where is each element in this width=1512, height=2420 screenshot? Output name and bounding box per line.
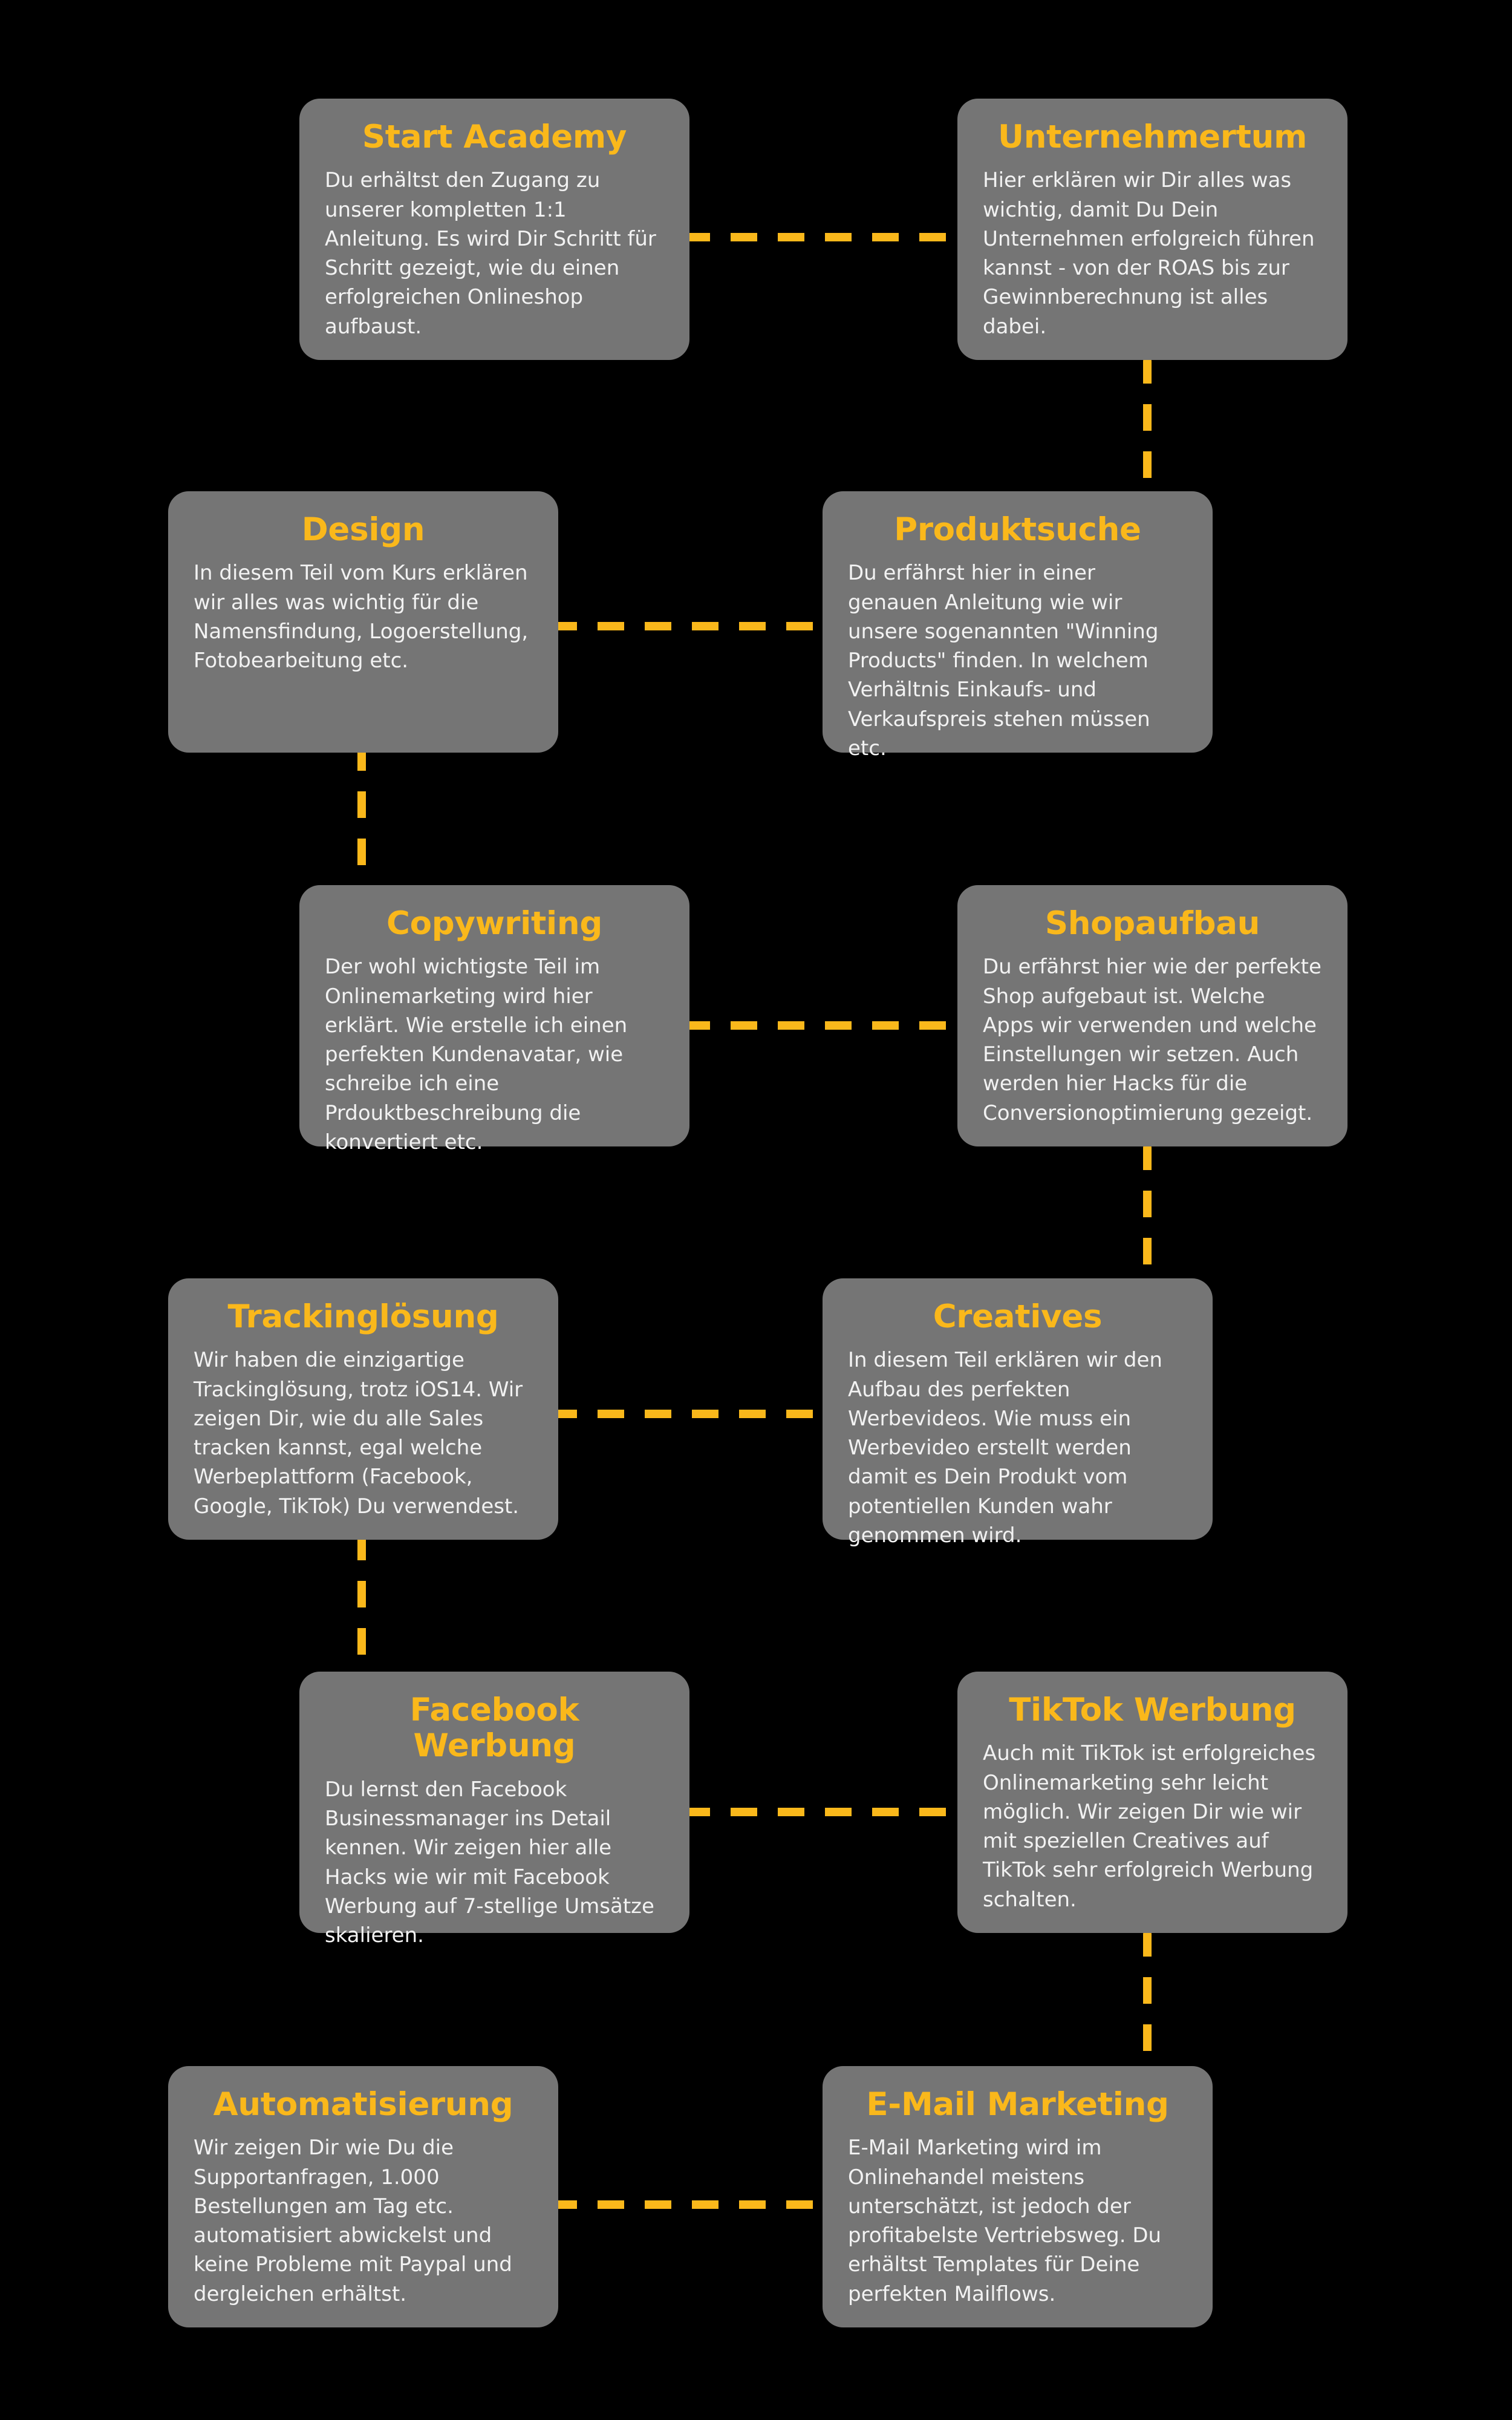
connector-trackingloesung-to-facebook-werbung bbox=[357, 1534, 366, 1674]
connector-start-academy-to-unternehmertum bbox=[683, 233, 965, 241]
card-trackingloesung[interactable]: Trackinglösung Wir haben die einzigartig… bbox=[168, 1278, 558, 1540]
card-produktsuche[interactable]: Produktsuche Du erfährst hier in einer g… bbox=[823, 491, 1213, 760]
card-title: Design bbox=[301, 511, 425, 548]
card-title: Creatives bbox=[933, 1298, 1103, 1335]
card-title: Shopaufbau bbox=[1044, 905, 1260, 942]
card-body: Auch mit TikTok ist erfolgreiches Online… bbox=[983, 1741, 1316, 1912]
connector-copywriting-to-shopaufbau bbox=[683, 1021, 965, 1030]
card-body: Du erfährst hier in einer genauen Anleit… bbox=[848, 561, 1159, 760]
connector-produktsuche-to-design bbox=[550, 622, 830, 630]
connector-shopaufbau-to-creatives bbox=[1143, 1143, 1152, 1283]
card-email-marketing[interactable]: E-Mail Marketing E-Mail Marketing wird i… bbox=[823, 2066, 1213, 2327]
card-title: TikTok Werbung bbox=[1009, 1692, 1296, 1728]
connector-facebook-werbung-to-tiktok-werbung bbox=[683, 1808, 965, 1816]
card-title: Unternehmertum bbox=[998, 119, 1307, 155]
card-body: Du erhältst den Zugang zu unserer komple… bbox=[325, 168, 656, 339]
card-start-academy[interactable]: Start Academy Du erhältst den Zugang zu … bbox=[299, 99, 689, 360]
card-copywriting[interactable]: Copywriting Der wohl wichtigste Teil im … bbox=[299, 885, 689, 1154]
card-automatisierung[interactable]: Automatisierung Wir zeigen Dir wie Du di… bbox=[168, 2066, 558, 2327]
card-facebook-werbung[interactable]: Facebook Werbung Du lernst den Facebook … bbox=[299, 1672, 689, 1947]
card-unternehmertum[interactable]: Unternehmertum Hier erklären wir Dir all… bbox=[957, 99, 1347, 360]
card-tiktok-werbung[interactable]: TikTok Werbung Auch mit TikTok ist erfol… bbox=[957, 1672, 1347, 1933]
card-title: Trackinglösung bbox=[227, 1298, 499, 1335]
card-title: Start Academy bbox=[362, 119, 627, 155]
card-title: Copywriting bbox=[386, 905, 602, 942]
connector-unternehmertum-to-produktsuche bbox=[1143, 357, 1152, 496]
card-title: E-Mail Marketing bbox=[866, 2086, 1169, 2123]
card-body: Hier erklären wir Dir alles was wichtig,… bbox=[983, 168, 1315, 339]
connector-tiktok-werbung-to-email-marketing bbox=[1143, 1930, 1152, 2069]
card-body: Wir zeigen Dir wie Du die Supportanfrage… bbox=[194, 2136, 512, 2306]
card-title: Automatisierung bbox=[213, 2086, 513, 2123]
card-body: In diesem Teil vom Kurs erklären wir all… bbox=[194, 561, 529, 673]
card-creatives[interactable]: Creatives In diesem Teil erklären wir de… bbox=[823, 1278, 1213, 1548]
connector-creatives-to-trackingloesung bbox=[550, 1410, 830, 1418]
card-body: E-Mail Marketing wird im Onlinehandel me… bbox=[848, 2136, 1162, 2306]
card-body: In diesem Teil erklären wir den Aufbau d… bbox=[848, 1348, 1162, 1548]
card-design[interactable]: Design In diesem Teil vom Kurs erklären … bbox=[168, 491, 558, 753]
connector-email-marketing-to-automatisierung bbox=[550, 2200, 830, 2209]
card-body: Du lernst den Facebook Businessmanager i… bbox=[325, 1777, 654, 1948]
connector-design-to-copywriting bbox=[357, 744, 366, 885]
card-title: Facebook Werbung bbox=[409, 1692, 579, 1765]
card-body: Wir haben die einzigartige Trackinglösun… bbox=[194, 1348, 523, 1519]
card-body: Der wohl wichtigste Teil im Onlinemarket… bbox=[325, 955, 628, 1154]
card-shopaufbau[interactable]: Shopaufbau Du erfährst hier wie der perf… bbox=[957, 885, 1347, 1146]
card-title: Produktsuche bbox=[894, 511, 1141, 548]
card-body: Du erfährst hier wie der perfekte Shop a… bbox=[983, 955, 1321, 1125]
